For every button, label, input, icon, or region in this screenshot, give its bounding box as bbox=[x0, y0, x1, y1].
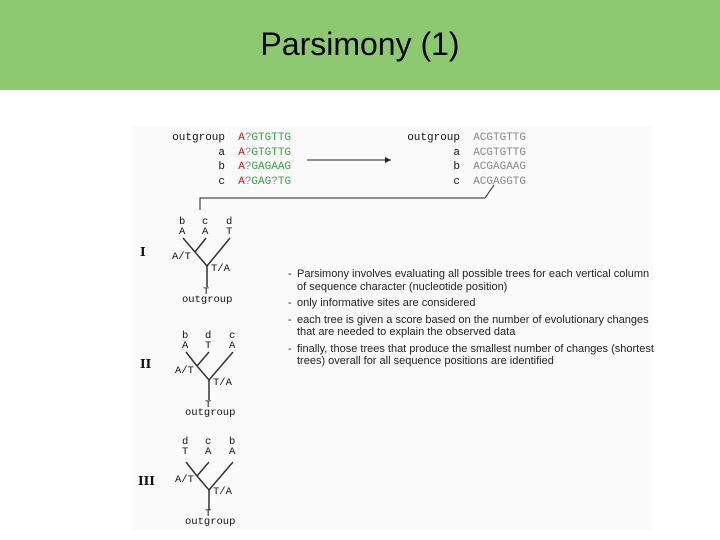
tree-I-inner-label: A/T bbox=[172, 251, 191, 263]
alignment-row: outgroup ACGTGTTG bbox=[400, 131, 526, 146]
sequence-label: a bbox=[453, 146, 460, 159]
sequence-segment: ? bbox=[244, 146, 252, 159]
alignment-row: a A?GTGTTG bbox=[165, 146, 291, 161]
tree-I-leaf-2: c bbox=[202, 216, 209, 228]
tree-II-outgroup: outgroup bbox=[185, 407, 236, 419]
alignment-row: outgroup A?GTGTTG bbox=[165, 131, 291, 146]
sequence-segment: A bbox=[238, 132, 245, 144]
sequence-segment: A bbox=[238, 161, 245, 173]
sequence-segment: ? bbox=[271, 175, 278, 188]
tree-II-leaf-3: c bbox=[229, 330, 236, 342]
sequence-segment: GAGAAG bbox=[251, 161, 292, 173]
sequence-label: a bbox=[218, 146, 225, 159]
tree-I-state-2: A bbox=[202, 226, 209, 238]
sequence-segment: ACGAGGTG bbox=[473, 175, 527, 188]
tree-III-leaf-3: b bbox=[229, 436, 236, 448]
alignment-row: c A?GAG?TG bbox=[165, 175, 291, 190]
tree-II-state-1: A bbox=[182, 340, 189, 352]
tree-I-leaf-1: b bbox=[179, 216, 186, 228]
sequence-segment: ? bbox=[244, 161, 252, 173]
tree-III-outgroup: outgroup bbox=[185, 516, 236, 528]
alignment-row: a ACGTGTTG bbox=[400, 146, 526, 161]
sequence-segment: ? bbox=[244, 132, 252, 144]
tree-II-numeral: II bbox=[140, 357, 152, 371]
tree-II-inner-label: A/T bbox=[175, 365, 194, 377]
tree-I-branches bbox=[182, 237, 231, 287]
tree-II-leaf-2: d bbox=[205, 330, 212, 342]
tree-III-root-state: T bbox=[205, 508, 212, 520]
sequence-segment: A bbox=[238, 175, 245, 188]
tree-I-state-1: A bbox=[179, 226, 186, 238]
sequence-segment: GTGTTG bbox=[251, 146, 292, 159]
sequence-segment: ? bbox=[244, 175, 252, 188]
alignment-row: b ACGAGAAG bbox=[400, 160, 526, 175]
alignment-row: c ACGAGGTG bbox=[400, 175, 526, 190]
sequence-label: b bbox=[453, 161, 460, 173]
tree-III-root-label: T/A bbox=[213, 486, 232, 498]
note-item: -finally, those trees that produce the s… bbox=[288, 342, 654, 368]
tree-II-root-state: T bbox=[205, 399, 212, 411]
tree-I-root-state: T bbox=[203, 286, 210, 298]
tree-I-root-label: T/A bbox=[211, 263, 230, 275]
tree-I-state-3: T bbox=[226, 226, 233, 238]
sequence-segment: GTGTTG bbox=[251, 132, 292, 144]
tree-III-state-1: T bbox=[182, 446, 189, 458]
tree-II-leaf-1: b bbox=[182, 330, 189, 342]
parsimony-figure bbox=[131, 126, 653, 530]
tree-III-leaf-1: d bbox=[182, 436, 189, 448]
tree-III-branches bbox=[185, 461, 234, 510]
title-banner bbox=[0, 0, 720, 90]
slide-title: Parsimony (1) bbox=[260, 26, 460, 62]
sequence-label: outgroup bbox=[407, 132, 460, 144]
sequence-segment: GAG bbox=[251, 175, 272, 188]
tree-III-leaf-2: c bbox=[205, 436, 212, 448]
tree-II-state-3: A bbox=[229, 340, 236, 352]
tree-III-inner-label: A/T bbox=[175, 474, 194, 486]
site-pointer bbox=[199, 184, 495, 210]
sequence-segment: ACGTGTTG bbox=[473, 132, 527, 144]
sequence-label: c bbox=[453, 175, 460, 188]
tree-II-root-label: T/A bbox=[213, 377, 232, 389]
tree-III-state-3: A bbox=[229, 446, 236, 458]
alignment-row: b A?GAGAAG bbox=[165, 160, 291, 175]
tree-I-outgroup: outgroup bbox=[182, 294, 233, 306]
tree-I-leaf-3: d bbox=[226, 216, 233, 228]
sequence-label: outgroup bbox=[172, 132, 225, 144]
tree-III-numeral: III bbox=[138, 474, 155, 488]
sequence-label: b bbox=[218, 161, 225, 173]
note-item: -Parsimony involves evaluating all possi… bbox=[288, 268, 650, 293]
sequence-segment: TG bbox=[277, 175, 292, 188]
tree-I-numeral: I bbox=[140, 245, 146, 259]
sequence-label: c bbox=[218, 175, 225, 188]
tree-II-state-2: T bbox=[205, 340, 212, 352]
note-item: -each tree is given a score based on the… bbox=[288, 313, 649, 339]
tree-II-branches bbox=[185, 351, 234, 400]
sequence-segment: A bbox=[238, 146, 245, 159]
explanation-notes: -Parsimony involves evaluating all possi… bbox=[288, 268, 658, 372]
sequence-segment: ACGTGTTG bbox=[473, 146, 527, 159]
note-item: -only informative sites are considered bbox=[288, 297, 476, 309]
sequence-segment: ACGAGAAG bbox=[473, 161, 527, 173]
tree-III-state-2: A bbox=[205, 446, 212, 458]
